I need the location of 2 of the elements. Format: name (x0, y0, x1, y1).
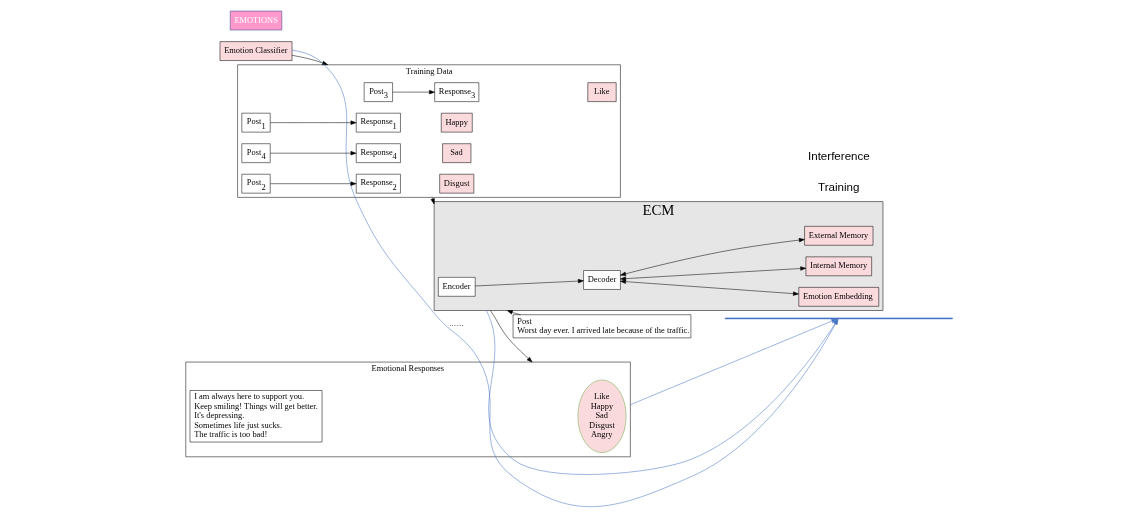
label: Training (817, 180, 859, 193)
label: Interference (807, 149, 870, 162)
